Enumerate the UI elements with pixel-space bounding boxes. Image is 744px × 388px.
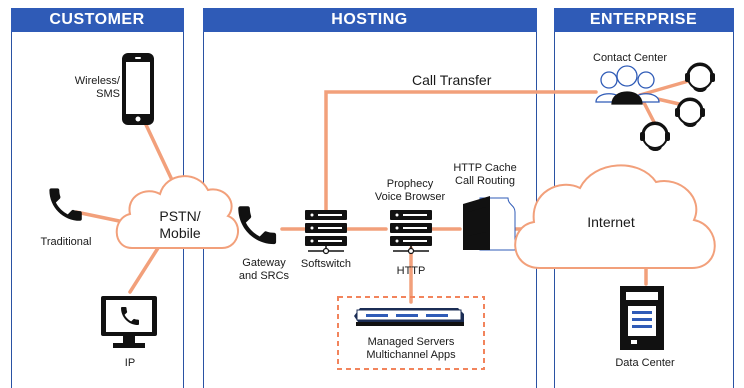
- cloud-icon: [115, 175, 239, 249]
- traditional-label: Traditional: [40, 236, 92, 248]
- managed-servers-box: [337, 296, 485, 370]
- enterprise-panel-title: ENTERPRISE: [553, 7, 734, 32]
- firewall-icon: [463, 196, 516, 251]
- call-transfer-label: Call Transfer: [412, 72, 492, 88]
- data-center-label: Data Center: [615, 357, 675, 369]
- wireless-label: Wireless/ SMS: [74, 75, 120, 100]
- contact-center-label: Contact Center: [593, 52, 667, 64]
- mobile-phone-icon: [122, 53, 154, 125]
- internet-label: Internet: [587, 214, 635, 230]
- ip-label: IP: [124, 357, 136, 369]
- pstn-label: PSTN/ Mobile: [159, 208, 201, 241]
- customer-panel: CUSTOMER: [10, 7, 184, 388]
- phone-icon: [49, 188, 82, 221]
- server-icon: [305, 210, 347, 255]
- headset-icon: [640, 121, 670, 151]
- headset-icon: [685, 62, 715, 92]
- phone-icon: [238, 206, 277, 245]
- http-label: HTTP: [396, 265, 426, 277]
- link-traditional-pstn: [74, 210, 126, 224]
- cache-label: HTTP Cache Call Routing: [453, 162, 517, 187]
- gateway-label: Gateway and SRCs: [238, 257, 290, 282]
- cloud-icon: [514, 164, 716, 269]
- managed-servers-label: Managed Servers Multichannel Apps: [366, 336, 456, 361]
- customer-panel-title: CUSTOMER: [10, 7, 184, 32]
- link-ip-pstn: [128, 246, 160, 294]
- hosting-panel-title: HOSTING: [202, 7, 537, 32]
- enterprise-panel: ENTERPRISE: [553, 7, 734, 388]
- softswitch-label: Softswitch: [300, 258, 352, 270]
- voice-browser-label: Prophecy Voice Browser: [374, 178, 446, 203]
- link-call-transfer: [324, 90, 598, 212]
- server-icon: [390, 210, 432, 255]
- headset-icon: [675, 97, 705, 127]
- hosting-panel: HOSTING: [202, 7, 537, 388]
- server-icon: [354, 308, 464, 326]
- link-center-agent1: [638, 78, 694, 97]
- monitor-icon: [101, 296, 157, 348]
- person-icon: [595, 65, 660, 105]
- data-center-icon: [620, 286, 664, 350]
